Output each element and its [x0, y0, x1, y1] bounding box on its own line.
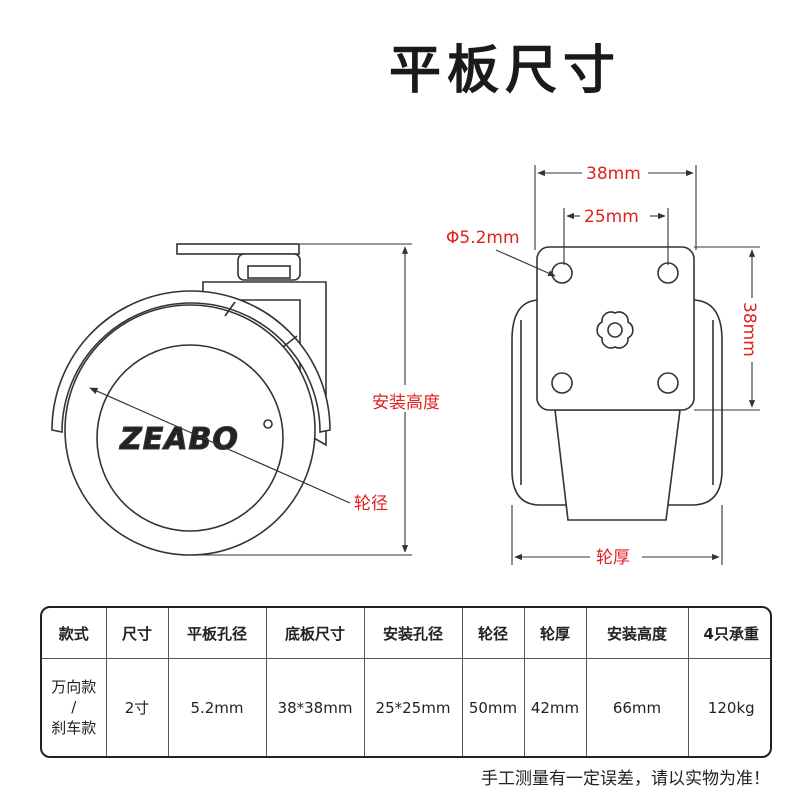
page-title: 平板尺寸	[388, 41, 621, 101]
mount-hole-bl	[551, 372, 573, 394]
wheel-thickness-label: 轮厚	[596, 548, 630, 568]
base-size-cell: 38*38mm	[265, 658, 365, 756]
caster-dimension-diagram: ZEABO 轮径 安装高度	[51, 164, 760, 568]
measurement-note: 手工测量有一定误差，请以实物为准！	[481, 769, 770, 789]
caster-front-view	[511, 246, 723, 521]
header-cell: 轮厚	[523, 608, 587, 659]
wheel-hub	[96, 344, 284, 532]
mount-hole-cell: 25*25mm	[363, 658, 463, 756]
header-cell: 4只承重	[687, 608, 770, 659]
style-brake: 刹车款	[51, 718, 97, 737]
style-cell: 万向款 / 刹车款	[42, 658, 107, 756]
spec-table: 款式 尺寸 平板孔径 底板尺寸 安装孔径 轮径 轮厚 安装高度 4只承重 万向款…	[40, 606, 772, 758]
plate-width-label: 38mm	[586, 164, 641, 184]
header-cell: 安装高度	[585, 608, 689, 659]
table-row: 万向款 / 刹车款 2寸 5.2mm 38*38mm 25*25mm 50mm …	[42, 658, 770, 756]
header-cell: 安装孔径	[363, 608, 463, 659]
header-cell: 平板孔径	[167, 608, 267, 659]
wheel-diameter-cell: 50mm	[461, 658, 525, 756]
header-cell: 款式	[42, 608, 107, 659]
header-cell: 尺寸	[105, 608, 169, 659]
load-cell: 120kg	[687, 658, 770, 756]
style-universal: 万向款	[51, 678, 97, 697]
spec-table-header-row: 款式 尺寸 平板孔径 底板尺寸 安装孔径 轮径 轮厚 安装高度 4只承重	[42, 608, 770, 659]
size-cell: 2寸	[105, 658, 169, 756]
hole-diameter-label: Φ5.2mm	[446, 228, 520, 248]
style-separator: /	[71, 698, 77, 717]
plate-height-label: 38mm	[739, 302, 759, 357]
wheel-diameter-label: 轮径	[354, 494, 388, 514]
header-cell: 轮径	[461, 608, 525, 659]
install-height-label: 安装高度	[372, 393, 440, 413]
header-cell: 底板尺寸	[265, 608, 365, 659]
hole-spacing-label: 25mm	[584, 207, 639, 227]
plate-hole-cell: 5.2mm	[167, 658, 267, 756]
top-plate-side	[176, 243, 300, 255]
caster-side-view	[51, 243, 331, 556]
fork-front	[554, 409, 681, 521]
center-rivet	[596, 311, 634, 349]
hub-screw	[263, 419, 273, 429]
wheel-cover	[51, 290, 331, 433]
mount-hole-br	[657, 372, 679, 394]
install-height-cell: 66mm	[585, 658, 689, 756]
wheel-thickness-cell: 42mm	[523, 658, 587, 756]
